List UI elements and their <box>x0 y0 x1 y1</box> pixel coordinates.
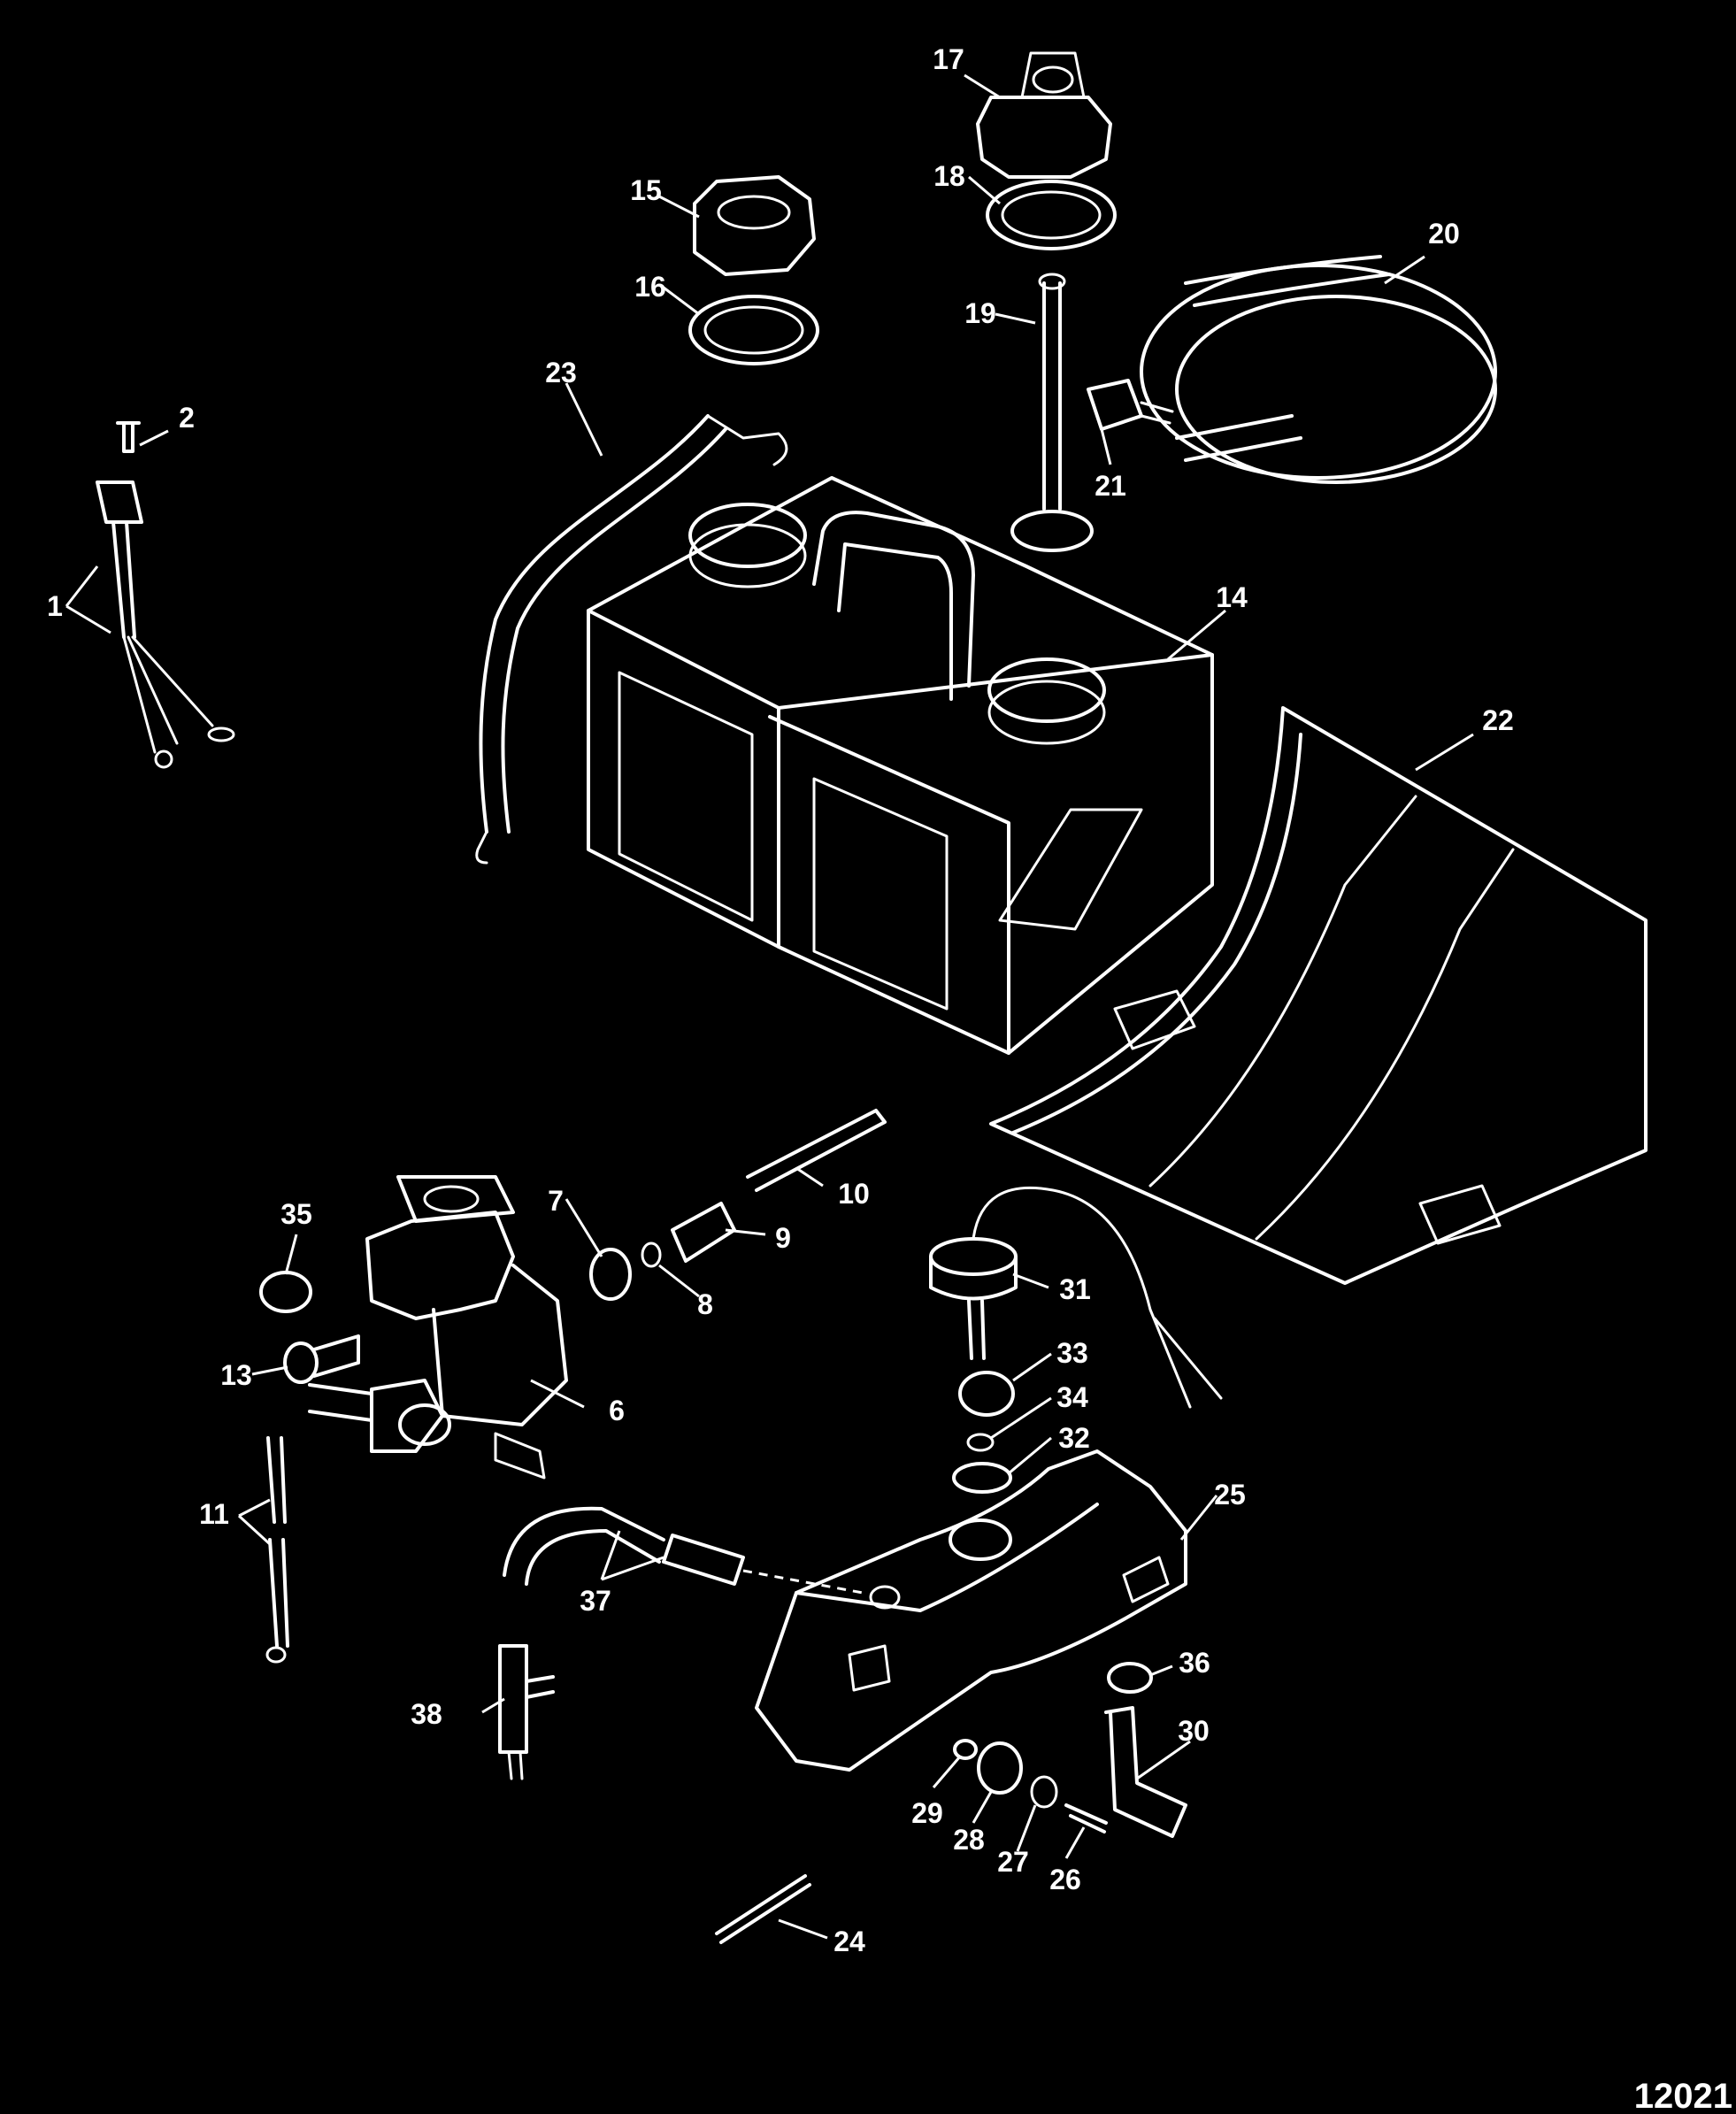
part-15-fill-cap <box>693 175 816 276</box>
part-23-strap <box>475 414 788 865</box>
label-11: 11 <box>199 1498 229 1530</box>
part-8-o-ring <box>641 1241 662 1268</box>
label-35: 35 <box>280 1198 312 1230</box>
part-7-grommet <box>589 1248 632 1301</box>
part-17-gauge-cap <box>976 51 1112 179</box>
part-1-wire-harness <box>96 480 235 769</box>
part-36-clamp <box>1107 1662 1153 1694</box>
part-18-gasket <box>986 180 1117 250</box>
label-15: 15 <box>630 174 662 206</box>
label-17: 17 <box>933 43 964 75</box>
label-29: 29 <box>911 1797 943 1829</box>
label-1: 1 <box>47 590 63 622</box>
part-11-link-rod <box>265 1436 289 1664</box>
label-19: 19 <box>964 297 996 329</box>
label-27: 27 <box>997 1846 1029 1878</box>
part-32-seal <box>952 1462 1012 1494</box>
label-8: 8 <box>697 1288 713 1320</box>
part-35-clip <box>259 1271 312 1313</box>
label-26: 26 <box>1049 1864 1081 1895</box>
label-20: 20 <box>1428 218 1460 250</box>
part-33-bushing <box>958 1371 1015 1417</box>
label-33: 33 <box>1056 1337 1088 1369</box>
part-6-fuel-pump <box>308 1175 568 1480</box>
label-10: 10 <box>838 1178 870 1210</box>
label-2: 2 <box>179 402 195 434</box>
label-14: 14 <box>1216 581 1248 613</box>
label-32: 32 <box>1058 1422 1090 1454</box>
label-25: 25 <box>1214 1479 1246 1511</box>
part-37-hose <box>503 1506 901 1610</box>
label-31: 31 <box>1059 1273 1091 1305</box>
part-28-grommet <box>977 1741 1023 1795</box>
part-29-spacer <box>953 1739 978 1760</box>
label-37: 37 <box>580 1585 611 1617</box>
part-21-fitting <box>1087 379 1174 431</box>
label-30: 30 <box>1178 1715 1210 1747</box>
part-27-washer <box>1030 1775 1058 1809</box>
part-31-sender <box>929 1186 1223 1409</box>
label-22: 22 <box>1482 704 1514 736</box>
label-18: 18 <box>933 160 965 192</box>
label-9: 9 <box>775 1222 791 1254</box>
part-16-gasket-inner <box>703 305 804 355</box>
part-2-connector <box>116 421 141 453</box>
label-16: 16 <box>634 271 666 303</box>
label-24: 24 <box>833 1926 865 1957</box>
part-26-bolt <box>1064 1803 1108 1833</box>
part-9-sleeve <box>671 1202 736 1263</box>
label-38: 38 <box>411 1698 442 1730</box>
part-20-hose <box>1140 255 1497 484</box>
label-6: 6 <box>609 1395 625 1426</box>
part-24-tie-strap <box>715 1874 811 1944</box>
part-25-oil-reservoir <box>755 1449 1187 1772</box>
leader-lines <box>65 73 1474 1940</box>
label-13: 13 <box>220 1359 252 1391</box>
part-13-screw <box>283 1334 360 1384</box>
part-38-tee-fitting <box>498 1644 555 1780</box>
part-22-tank-bracket <box>989 706 1648 1285</box>
part-30-elbow <box>1104 1706 1187 1838</box>
label-21: 21 <box>1095 470 1126 502</box>
part-14-fuel-tank <box>587 476 1214 1055</box>
label-23: 23 <box>545 357 577 388</box>
label-36: 36 <box>1179 1647 1210 1679</box>
label-28: 28 <box>953 1824 985 1856</box>
part-10-pin <box>746 1109 887 1192</box>
part-18-gasket-inner <box>1001 190 1102 240</box>
part-16-gasket <box>688 295 819 365</box>
label-34: 34 <box>1056 1381 1088 1413</box>
figure-number: 12021 <box>1634 2077 1732 2114</box>
part-34-washer <box>966 1433 995 1452</box>
label-7: 7 <box>548 1185 564 1217</box>
part-19-pickup-tube <box>1010 273 1094 552</box>
